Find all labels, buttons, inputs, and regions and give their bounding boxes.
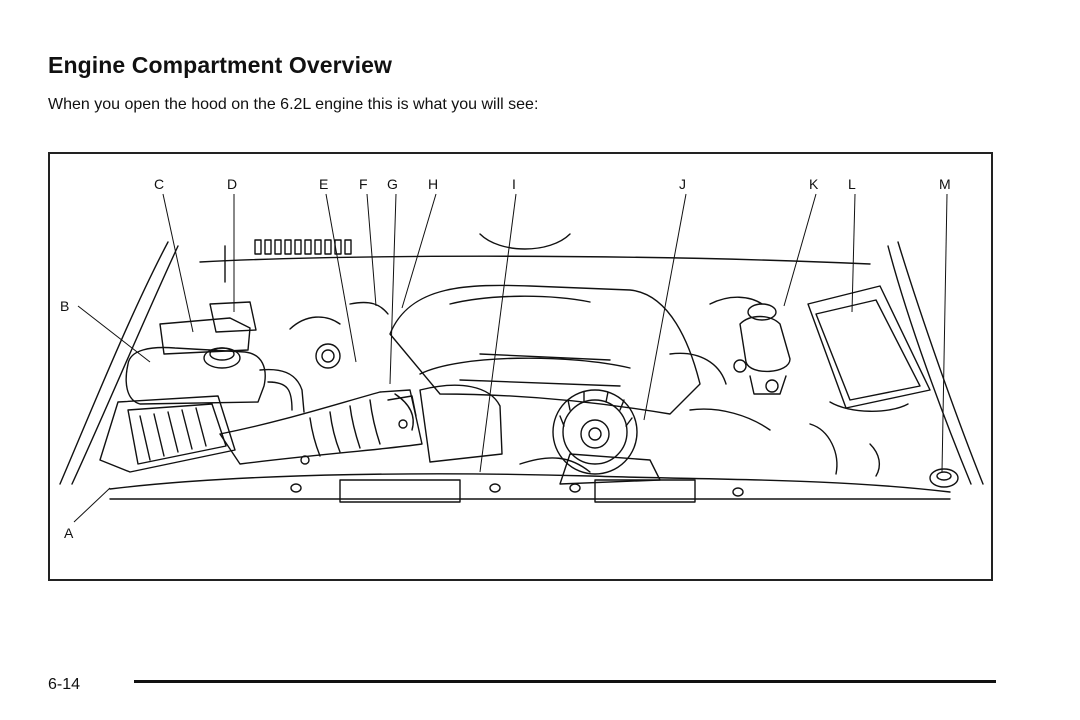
- washer-fluid-cap: [929, 468, 959, 488]
- alternator: [552, 389, 638, 475]
- callout-label-b: B: [60, 298, 69, 314]
- leader-line-f: [366, 193, 377, 307]
- leader-line-i: [479, 193, 517, 473]
- leader-line-g: [389, 193, 397, 385]
- cowl-vent-slots: [254, 239, 352, 255]
- leader-line-j: [643, 193, 687, 421]
- radiator-support: [109, 473, 951, 493]
- leader-line-a: [73, 487, 111, 523]
- leader-line-e: [325, 193, 357, 363]
- callout-label-c: C: [154, 176, 164, 192]
- air-cleaner-box: [99, 395, 236, 473]
- left-fender-outline: [59, 241, 169, 485]
- engine-fuse-block: [159, 245, 257, 355]
- callout-label-k: K: [809, 176, 819, 192]
- page-number: 6-14: [48, 676, 81, 693]
- coolant-surge-tank: [125, 346, 266, 405]
- callout-label-d: D: [227, 176, 237, 192]
- page-title: Engine Compartment Overview: [48, 52, 392, 78]
- callout-label-j: J: [679, 176, 686, 192]
- underhood-fuse-block: [807, 285, 931, 412]
- air-intake-duct: [219, 389, 423, 465]
- leader-line-h: [401, 193, 437, 309]
- footer-rule: [134, 680, 996, 683]
- callout-label-l: L: [848, 176, 856, 192]
- callout-label-a: A: [64, 525, 74, 541]
- oil-fill-cap-area: [387, 384, 503, 463]
- callout-label-m: M: [939, 176, 951, 192]
- leader-line-b: [77, 305, 151, 363]
- right-fender-outline: [897, 241, 984, 485]
- leader-line-c: [162, 193, 194, 333]
- leader-line-m: [941, 193, 948, 473]
- intro-text: When you open the hood on the 6.2L engin…: [48, 96, 539, 113]
- callout-label-g: G: [387, 176, 398, 192]
- callout-label-f: F: [359, 176, 368, 192]
- engine-compartment-figure: C D E F G H I J K L M B A: [48, 152, 993, 581]
- brake-fluid-reservoir: [689, 296, 791, 431]
- callout-label-i: I: [512, 176, 516, 192]
- engine-illustration: C D E F G H I J K L M B A: [59, 176, 984, 541]
- engine-cover: [389, 284, 701, 415]
- callout-label-e: E: [319, 176, 328, 192]
- callout-label-h: H: [428, 176, 438, 192]
- leader-line-l: [851, 193, 856, 313]
- leader-line-k: [783, 193, 817, 307]
